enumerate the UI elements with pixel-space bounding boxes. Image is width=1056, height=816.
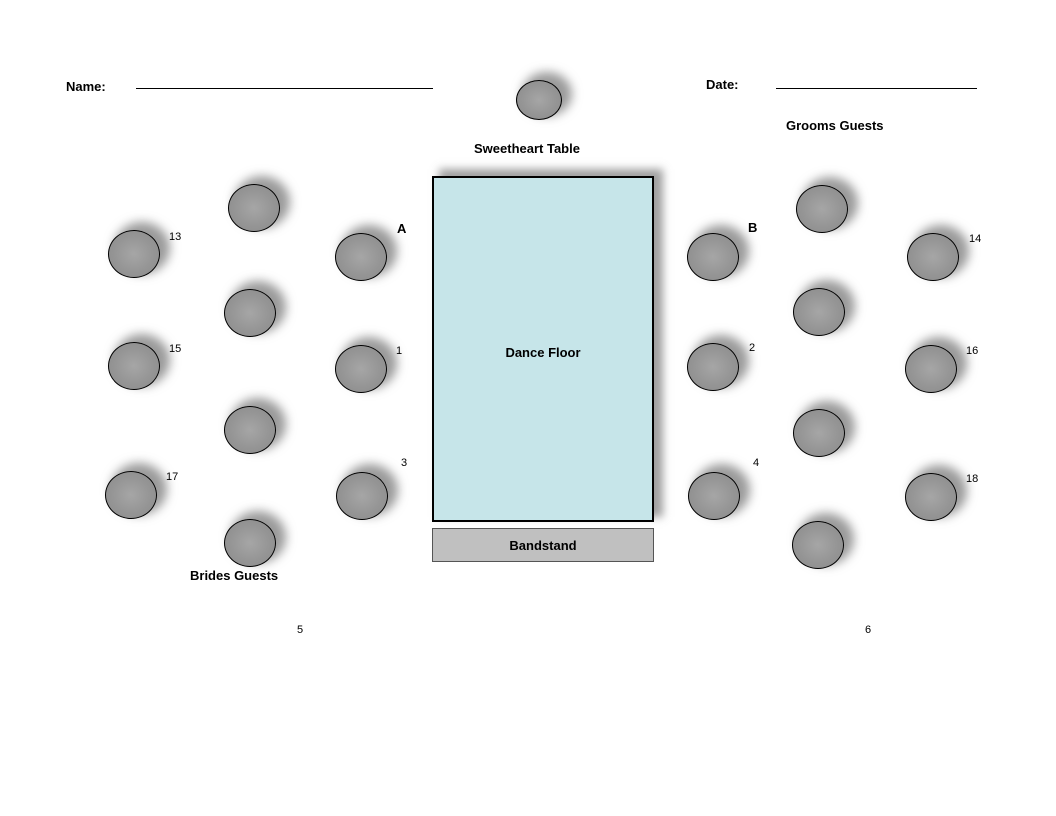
- table-label-b: B: [748, 220, 758, 235]
- guest-table: [688, 472, 740, 520]
- table-number-1: 1: [396, 345, 403, 357]
- table-number-2: 2: [749, 342, 756, 354]
- guest-table: [907, 233, 959, 281]
- date-label: Date:: [706, 77, 739, 92]
- name-label: Name:: [66, 79, 106, 94]
- table-number-17: 17: [166, 471, 179, 483]
- guest-table: [108, 230, 160, 278]
- table-number-4: 4: [753, 457, 760, 469]
- table-number-3: 3: [401, 457, 408, 469]
- guest-table: [687, 233, 739, 281]
- table-number-14: 14: [969, 233, 982, 245]
- guest-table: [905, 473, 957, 521]
- sweetheart-table-label: Sweetheart Table: [474, 141, 580, 156]
- table-number-16: 16: [966, 345, 979, 357]
- guest-table: [224, 289, 276, 337]
- sweetheart-table: [516, 80, 562, 120]
- guest-table: [335, 345, 387, 393]
- bandstand: Bandstand: [432, 528, 654, 562]
- table-number-18: 18: [966, 473, 979, 485]
- brides-guests-label: Brides Guests: [190, 568, 279, 583]
- table-number-13: 13: [169, 231, 182, 243]
- guest-table: [105, 471, 157, 519]
- guest-table: [793, 288, 845, 336]
- table-number-5: 5: [297, 624, 304, 636]
- date-line: [776, 88, 977, 89]
- guest-table: [796, 185, 848, 233]
- guest-table: [793, 409, 845, 457]
- bandstand-label: Bandstand: [509, 537, 577, 553]
- guest-table: [108, 342, 160, 390]
- guest-table: [905, 345, 957, 393]
- grooms-guests-label: Grooms Guests: [786, 118, 884, 133]
- table-number-15: 15: [169, 343, 182, 355]
- guest-table: [687, 343, 739, 391]
- guest-table: [335, 233, 387, 281]
- table-number-6: 6: [865, 624, 872, 636]
- guest-table: [228, 184, 280, 232]
- guest-table: [336, 472, 388, 520]
- name-line: [136, 88, 433, 89]
- dance-floor-label: Dance Floor: [505, 345, 581, 360]
- guest-table: [224, 406, 276, 454]
- table-label-a: A: [397, 221, 407, 236]
- dance-floor: Dance Floor: [432, 176, 654, 522]
- guest-table: [224, 519, 276, 567]
- guest-table: [792, 521, 844, 569]
